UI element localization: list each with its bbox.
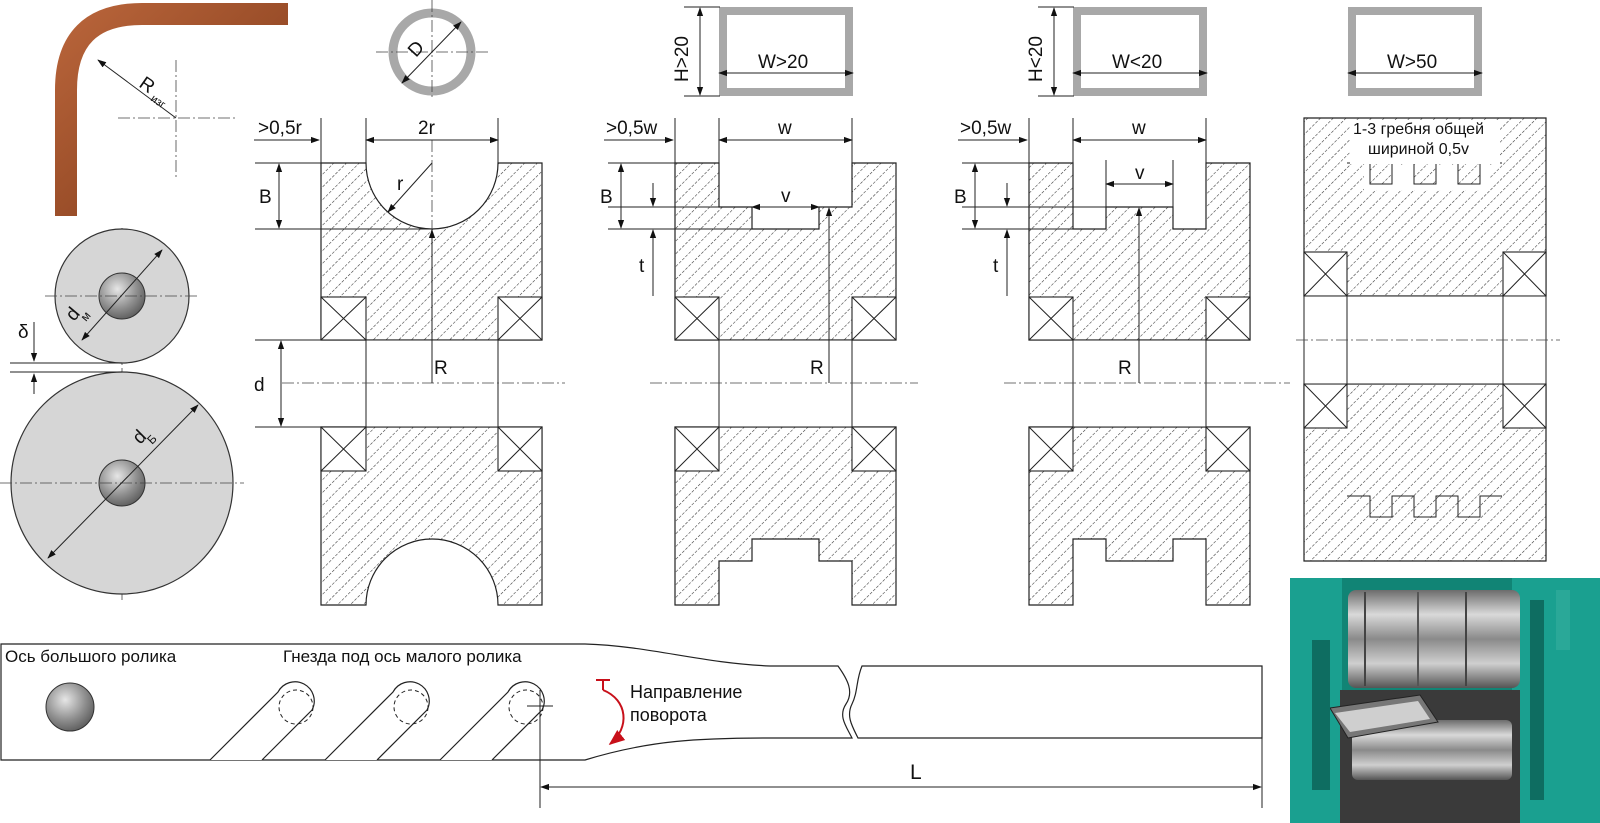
section-rect-groove-a: >0,5w w v B t R xyxy=(600,118,918,606)
profile-2-width: W<20 xyxy=(1112,52,1162,73)
profile-3-width: W>50 xyxy=(1387,52,1437,73)
machine-photo xyxy=(1290,578,1600,823)
gap-label: δ xyxy=(18,322,29,343)
rect-b-offset-label: >0,5w xyxy=(960,118,1012,139)
profile-rect-3: W>50 xyxy=(1347,7,1483,96)
rect-b-center-label: R xyxy=(1118,358,1132,379)
round-groove-label: 2r xyxy=(418,118,436,139)
profile-2-height: H<20 xyxy=(1026,36,1047,82)
rect-b-rib-label: v xyxy=(1135,163,1145,184)
section-rect-groove-b: >0,5w w v B t R xyxy=(954,118,1290,606)
round-tube: D xyxy=(376,0,488,100)
rect-b-thickness-label: t xyxy=(993,256,999,277)
large-roller-axis xyxy=(45,682,95,732)
round-depth-label: B xyxy=(259,187,272,208)
rollers-pair: d м d Б δ xyxy=(0,228,244,600)
profile-rect-1: W>20 H>20 xyxy=(672,6,854,97)
wide-note-line2: шириной 0,5v xyxy=(1368,141,1469,158)
round-bore-label: d xyxy=(254,375,265,396)
round-radius-label: r xyxy=(397,174,404,195)
lever-axis-label: Ось большого ролика xyxy=(5,647,177,666)
bent-pipe: R изг xyxy=(55,3,288,216)
rect-b-width-label: w xyxy=(1131,118,1146,139)
profile-1-width: W>20 xyxy=(758,52,808,73)
lever-length-label: L xyxy=(910,761,922,784)
wide-note-line1: 1-3 гребня общей xyxy=(1353,121,1484,138)
rect-a-offset-label: >0,5w xyxy=(606,118,658,139)
tube-diameter-label: D xyxy=(404,37,429,61)
profile-rect-2: W<20 H<20 xyxy=(1026,6,1208,97)
round-offset-label: >0,5r xyxy=(258,118,303,139)
rect-a-thickness-label: t xyxy=(639,256,645,277)
lever-sockets-label: Гнезда под ось малого ролика xyxy=(283,647,522,666)
direction-line2: поворота xyxy=(630,705,708,725)
section-round-groove: >0,5r 2r r B d R xyxy=(254,118,565,606)
profile-1-height: H>20 xyxy=(672,36,693,82)
round-center-label: R xyxy=(434,358,448,379)
section-wide-ridged: 1-3 гребня общей шириной 0,5v xyxy=(1296,117,1560,562)
rect-a-center-label: R xyxy=(810,358,824,379)
bend-radius-subscript: изг xyxy=(148,93,167,112)
rect-a-depth-label: B xyxy=(600,187,613,208)
rect-a-rib-label: v xyxy=(781,186,791,207)
direction-line1: Направление xyxy=(630,682,742,702)
lever-arm: L Ось большого ролика Гнезда под ось мал… xyxy=(0,643,1263,808)
rect-b-depth-label: B xyxy=(954,187,967,208)
rect-a-width-label: w xyxy=(777,118,792,139)
